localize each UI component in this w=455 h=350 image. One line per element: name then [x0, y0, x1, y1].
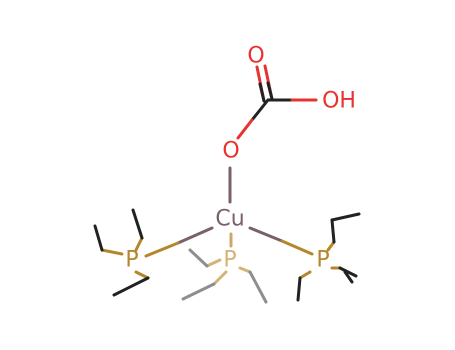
- atom-copper: Cu: [215, 207, 244, 232]
- bond-pr-et2-c: [296, 276, 302, 302]
- bond-pr-et1-c2: [330, 212, 361, 222]
- bond-c-o-double-c: [258, 82, 266, 103]
- atom-phosphorus-right: P: [316, 248, 329, 273]
- bond-c-o-single: [250, 98, 270, 122]
- bond-pl-et3: [134, 270, 150, 280]
- bond-pr-et2: [298, 270, 312, 280]
- bond-pl-et3-c: [112, 276, 150, 297]
- bond-pl-et1: [100, 248, 124, 256]
- bond-cu-p-left: [176, 226, 214, 245]
- bond-pl-et1-c: [93, 224, 104, 252]
- bond-pm-et2-c: [181, 282, 216, 301]
- bond-pm-et1-c: [188, 248, 209, 268]
- bond-pl-et2-c: [131, 208, 144, 240]
- bond-cu-p-right: [248, 226, 284, 243]
- atom-ester-oxygen: O: [222, 139, 239, 164]
- bond-pr-et3-c2: [343, 270, 354, 284]
- bond-pr-et1: [326, 240, 336, 252]
- bond-cu-p-right-b: [280, 239, 314, 256]
- atom-phosphorus-middle: P: [223, 248, 236, 273]
- bond-pm-et1: [205, 258, 222, 268]
- atom-carbonyl-oxygen: O: [247, 44, 264, 69]
- bond-c-o-single-red: [236, 118, 254, 140]
- atom-hydroxyl: OH: [322, 89, 356, 114]
- bond-c-o-double-d: [266, 81, 274, 101]
- atom-phosphorus-left: P: [125, 248, 138, 273]
- bond-pm-et3-c: [248, 270, 268, 304]
- bond-pm-et2: [212, 270, 228, 286]
- bond-pl-et2: [134, 236, 144, 252]
- bond-pr-et1-c: [330, 218, 336, 244]
- bond-pr-et3-c: [338, 266, 358, 278]
- bond-cu-p-left-b: [144, 241, 180, 258]
- bond-pm-et3: [238, 266, 252, 274]
